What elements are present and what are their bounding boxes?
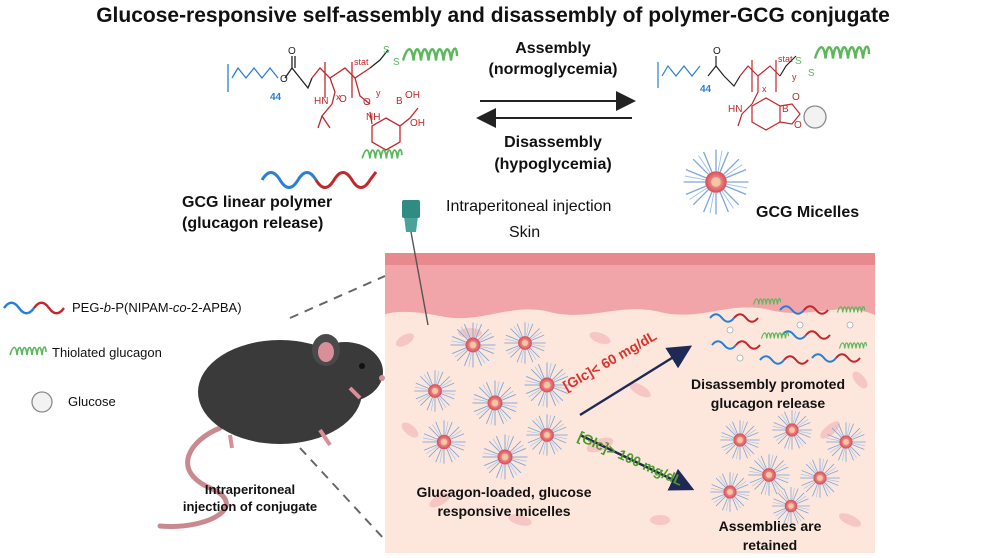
disassembly-result-line1: Disassembly promoted — [690, 376, 846, 392]
assembled-polymer-structure — [657, 55, 801, 131]
glucagon-helix-top-right — [813, 45, 871, 60]
svg-text:O: O — [339, 94, 347, 105]
loaded-micelles-line1: Glucagon-loaded, glucose — [416, 484, 592, 500]
svg-text:HN: HN — [314, 96, 328, 107]
linear-polymer-title: GCG linear polymer — [182, 194, 333, 211]
svg-text:O: O — [792, 92, 800, 103]
low-glucose-arrow — [579, 345, 693, 417]
skin-label: Skin — [509, 224, 541, 241]
glucagon-helix-linear — [361, 148, 403, 160]
svg-text:O: O — [363, 97, 371, 108]
retained-line1: Assemblies are — [718, 518, 822, 534]
disassembly-label: Disassembly — [504, 134, 602, 151]
assembly-condition: (normoglycemia) — [488, 61, 618, 78]
legend-thiolated-label: Thiolated glucagon — [52, 345, 162, 360]
svg-text:S: S — [808, 68, 815, 79]
legend-peg-label: PEG-b-P(NIPAM-co-2-APBA) — [72, 300, 242, 315]
linear-polymer-structure — [227, 49, 419, 151]
svg-text:O: O — [280, 74, 288, 85]
svg-text:44: 44 — [700, 84, 712, 95]
high-glucose-arrow — [579, 433, 695, 491]
injection-label: Intraperitoneal injection — [446, 198, 612, 215]
svg-text:B: B — [782, 104, 789, 115]
zoom-line-top — [289, 275, 386, 319]
page-title: Glucose-responsive self-assembly and dis… — [96, 4, 890, 27]
svg-text:S: S — [393, 57, 400, 68]
svg-text:O: O — [713, 46, 721, 57]
peg-repeat-count: 44 — [270, 92, 282, 103]
svg-text:stat: stat — [354, 57, 369, 67]
svg-text:y: y — [792, 72, 797, 82]
svg-text:O: O — [288, 46, 296, 57]
linear-polymer-subtitle: (glucagon release) — [182, 215, 324, 232]
svg-text:S: S — [383, 45, 390, 56]
disassembly-result-line2: glucagon release — [710, 395, 826, 411]
mouse-illustration — [157, 334, 385, 529]
retained-line2: retained — [742, 537, 798, 553]
svg-text:HN: HN — [728, 104, 742, 115]
svg-text:stat: stat — [778, 54, 793, 64]
disassembly-condition: (hypoglycemia) — [494, 156, 612, 173]
released-polymers — [709, 305, 861, 365]
svg-text:NH: NH — [366, 112, 380, 123]
free-glucose-dots — [726, 321, 854, 362]
glucagon-helix-top-left — [401, 47, 459, 62]
assembled-polymer-labels: 44 O stat x y HN B O O S S — [700, 46, 815, 131]
zoom-line-bottom — [299, 447, 386, 541]
glucose-bound-molecule — [803, 105, 827, 129]
legend-peg-icon — [3, 301, 65, 315]
legend-glucagon-icon — [9, 346, 47, 356]
linear-polymer-labels: 44 O O stat x y O HN O NH B OH OH S S — [270, 45, 425, 129]
gcg-micelle-icon — [682, 148, 750, 216]
svg-text:OH: OH — [405, 90, 420, 101]
svg-text:S: S — [795, 56, 802, 67]
legend-glucose-icon — [31, 391, 53, 413]
svg-text:x: x — [762, 84, 767, 94]
micelles-label: GCG Micelles — [756, 204, 860, 221]
mouse-caption-line1: Intraperitoneal — [204, 482, 296, 497]
syringe — [402, 200, 429, 326]
assembly-label: Assembly — [515, 40, 591, 57]
tissue-panel — [385, 253, 875, 553]
svg-text:O: O — [794, 120, 802, 131]
linear-polymer-icon — [260, 171, 378, 189]
loaded-micelles-line2: responsive micelles — [437, 503, 571, 519]
svg-text:x: x — [336, 92, 341, 102]
mouse-caption-line2: injection of conjugate — [182, 499, 318, 514]
svg-text:OH: OH — [410, 118, 425, 129]
svg-text:B: B — [396, 96, 403, 107]
legend-glucose-label: Glucose — [68, 394, 116, 409]
svg-text:y: y — [376, 88, 381, 98]
